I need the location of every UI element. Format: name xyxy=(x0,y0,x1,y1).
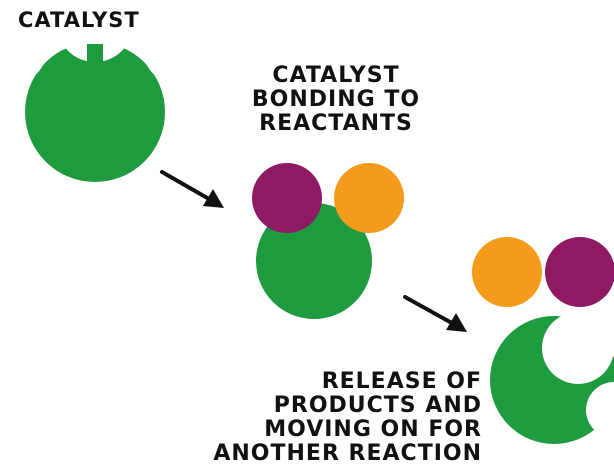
released-stage xyxy=(472,237,614,444)
bonded-catalyst xyxy=(252,163,404,319)
catalyst-body-released xyxy=(490,316,614,444)
reactant-orange xyxy=(334,163,404,233)
label-catalyst: CATALYST xyxy=(18,8,140,32)
label-release-of-products: RELEASE OF PRODUCTS AND MOVING ON FOR AN… xyxy=(130,370,482,466)
arrow-1 xyxy=(160,170,224,208)
reactant-purple xyxy=(252,163,322,233)
label-bonding-line-1: CATALYST xyxy=(272,63,400,88)
catalyst-shape xyxy=(25,42,165,182)
label-catalyst-bonding: CATALYST BONDING TO REACTANTS xyxy=(228,64,444,136)
catalyst-body xyxy=(25,42,165,182)
label-release-line-1: RELEASE OF xyxy=(321,369,482,394)
label-release-line-2: PRODUCTS AND xyxy=(273,393,482,418)
label-catalyst-line: CATALYST xyxy=(18,8,140,32)
label-bonding-line-2: BONDING TO xyxy=(251,87,421,112)
product-purple xyxy=(545,237,614,307)
product-orange xyxy=(472,237,542,307)
label-release-line-3: MOVING ON FOR xyxy=(264,417,482,442)
label-release-line-4: ANOTHER REACTION xyxy=(213,441,482,466)
catalyst-stem xyxy=(87,44,103,70)
label-bonding-line-3: REACTANTS xyxy=(259,111,413,136)
arrow-2 xyxy=(403,295,467,332)
